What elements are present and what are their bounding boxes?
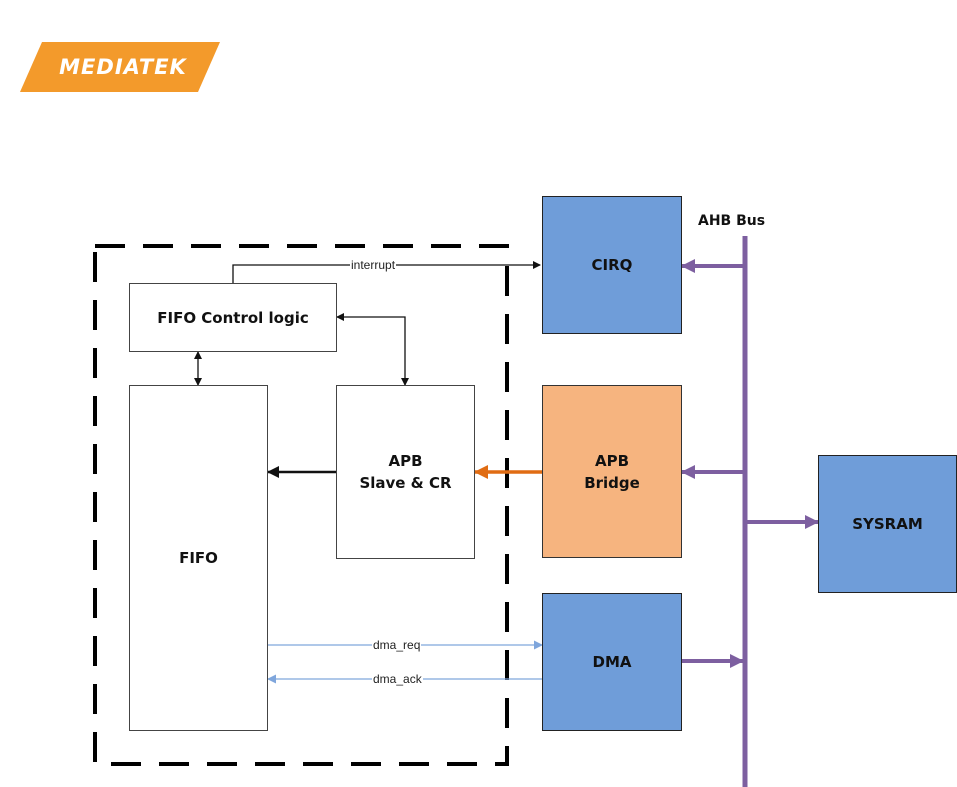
fifo-block: FIFO	[129, 385, 268, 731]
apb-slave-block: APB Slave & CR	[336, 385, 475, 559]
cirq-label: CIRQ	[591, 256, 633, 274]
apb-bridge-label: APB Bridge	[584, 451, 640, 492]
fifo-control-logic-block: FIFO Control logic	[129, 283, 337, 352]
dma-block: DMA	[542, 593, 682, 731]
dma-ack-label: dma_ack	[372, 672, 423, 686]
apb-bridge-block: APB Bridge	[542, 385, 682, 558]
cirq-block: CIRQ	[542, 196, 682, 334]
interrupt-wire	[232, 261, 541, 283]
interrupt-label: interrupt	[350, 258, 397, 272]
ahb-bus-label: AHB Bus	[698, 213, 766, 229]
dma-req-label: dma_req	[372, 638, 422, 652]
dma-label: DMA	[592, 653, 632, 671]
sysram-block: SYSRAM	[818, 455, 957, 593]
logo-parallelogram-icon	[20, 42, 220, 92]
ip-boundary-dashed	[93, 244, 509, 766]
mediatek-logo: MEDIATEK	[20, 42, 220, 92]
apb-slave-label: APB Slave & CR	[359, 452, 452, 492]
sysram-label: SYSRAM	[852, 515, 923, 533]
fifo-label: FIFO	[179, 549, 218, 567]
fifo-control-logic-label: FIFO Control logic	[157, 308, 309, 327]
logo-text: MEDIATEK	[59, 55, 187, 79]
control-apbslave-wire	[336, 313, 409, 386]
